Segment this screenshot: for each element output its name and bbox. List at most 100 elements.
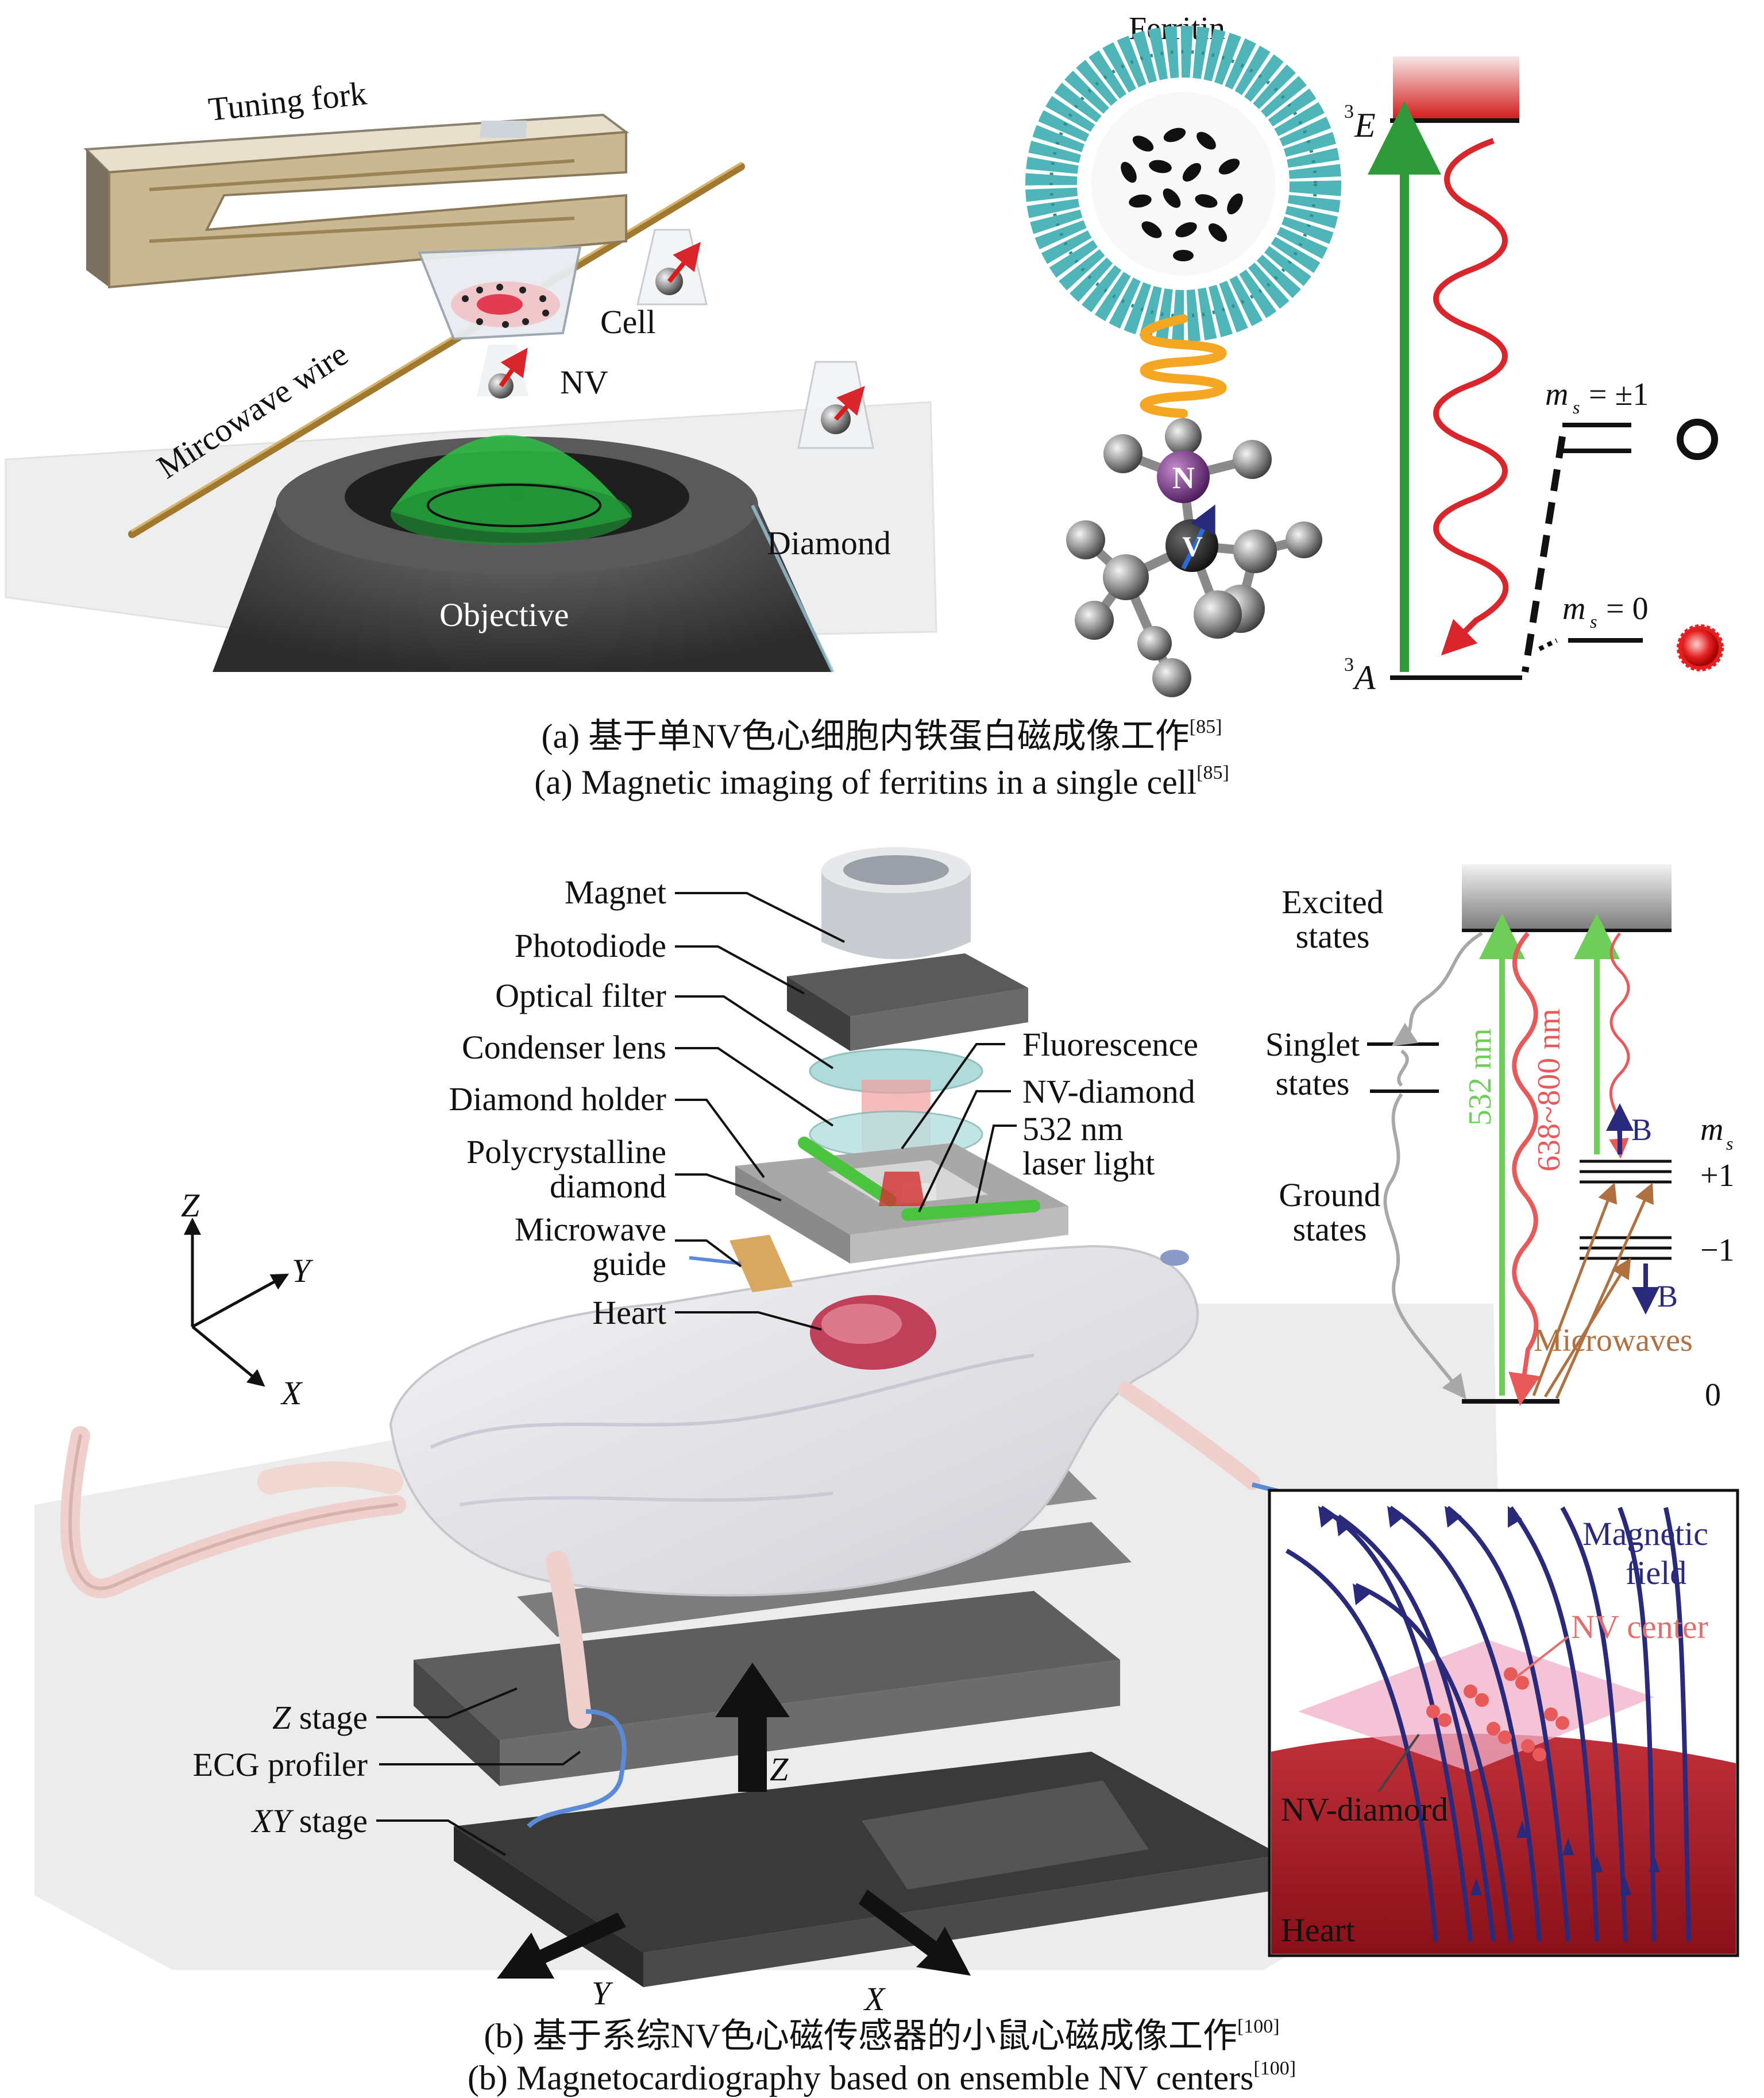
label-ms-0-m: m (1562, 591, 1585, 627)
microwave-wire (128, 163, 745, 538)
energy-diagram-a: 3 E 3 A m s = ±1 m s = 0 (1344, 56, 1724, 697)
label-microwave-guide-1: Microwave (515, 1211, 666, 1248)
label-singlet-2: states (1276, 1065, 1350, 1102)
label-excited-1: Excited (1281, 883, 1383, 921)
bright-state-dot (1677, 624, 1724, 671)
label-laser-1: 532 nm (1022, 1110, 1124, 1147)
label-ms-pm1-m: m (1545, 377, 1568, 412)
red-fluorescence-beam (879, 1172, 925, 1206)
label-polycrystalline-1: Polycrystalline (466, 1133, 666, 1170)
label-optical-filter: Optical filter (495, 977, 666, 1014)
label-638-800nm-vertical: 638~800 nm (1531, 1009, 1567, 1172)
label-minus1: −1 (1700, 1232, 1735, 1268)
gray-decay-to-singlet (1391, 932, 1483, 1046)
red-emission-wave-1 (1508, 932, 1541, 1406)
panel-a: Tuning fork Mircowave wire Cell NV Diamo… (5, 11, 1724, 801)
label-ms-0-val: = 0 (1606, 591, 1649, 627)
nv-lattice: N V (1066, 418, 1322, 697)
field-lines (1286, 1505, 1691, 1942)
ecg-wire (527, 1709, 627, 1828)
sensor-head (689, 847, 1068, 1292)
arrow-x-black (859, 1890, 971, 1976)
coordinate-axes (184, 1218, 290, 1387)
label-z-stage: Z stage (272, 1699, 368, 1736)
inset-nv-diamond-plate (1298, 1640, 1654, 1772)
mouse (60, 1245, 1287, 1828)
label-ground-1: Ground (1279, 1176, 1380, 1214)
label-nv-n: N (1172, 461, 1195, 495)
label-zero: 0 (1705, 1377, 1721, 1413)
microwave-arrows (1532, 1182, 1654, 1400)
label-532nm-vertical: 532 nm (1462, 1028, 1498, 1126)
label-nv-v: V (1182, 530, 1203, 562)
label-ms-0-sub: s (1590, 611, 1597, 632)
axis-label-y: Y (292, 1252, 314, 1289)
caption-a-en: (a) Magnetic imaging of ferritins in a s… (534, 762, 1229, 801)
label-diamond-holder: Diamond holder (449, 1080, 666, 1118)
magnet-part (821, 847, 971, 959)
microwave-guide-part (729, 1235, 793, 1292)
label-tuning-fork: Tuning fork (207, 74, 369, 128)
nv-spin-main (477, 345, 528, 399)
ferritin-shell (1025, 26, 1341, 342)
excited-state-bar-a (1393, 56, 1519, 121)
caption-a-cn: (a) 基于单NV色心细胞内铁蛋白磁成像工作[85] (542, 716, 1222, 755)
label-cell: Cell (600, 303, 656, 341)
label-fluorescence: Fluorescence (1022, 1026, 1198, 1063)
label-3e-sup: 3 (1344, 101, 1354, 122)
label-ground-2: states (1293, 1211, 1367, 1248)
arrow-label-z: Z (770, 1751, 789, 1788)
arrow-label-x: X (863, 1980, 886, 2018)
dark-state-circle (1677, 419, 1718, 460)
label-b-down: B (1657, 1279, 1678, 1313)
red-emission-wave-2 (1609, 932, 1630, 1159)
stage-arrows (497, 1663, 971, 1979)
label-diamond: Diamond (767, 524, 891, 562)
label-photodiode: Photodiode (515, 927, 666, 964)
caption-b-en: (b) Magnetocardiography based on ensembl… (468, 2058, 1296, 2097)
label-laser-2: laser light (1022, 1145, 1155, 1182)
label-objective: Objective (439, 596, 569, 633)
panel-b: Magnet Photodiode Optical filter Condens… (34, 847, 1739, 2097)
tuning-fork (83, 113, 630, 289)
inset-label-nv-diamord: NV-diamord (1281, 1791, 1448, 1828)
nv-spin-floating-1 (636, 229, 708, 306)
caption-b-cn: (b) 基于系综NV色心磁传感器的小鼠心磁成像工作[100] (484, 2016, 1279, 2055)
axis-label-z: Z (181, 1187, 200, 1224)
ferritin-spring (1140, 314, 1227, 418)
photodiode-part (787, 953, 1028, 1051)
green-laser-beam-left (798, 1137, 897, 1207)
label-nv-diamond: NV-diamond (1022, 1073, 1195, 1110)
gray-decay-to-ground (1383, 1093, 1466, 1400)
axis-label-x: X (280, 1374, 303, 1412)
label-heart: Heart (592, 1294, 666, 1331)
label-condenser-lens: Condenser lens (462, 1029, 666, 1066)
inset-label-nv-center: NV center (1571, 1608, 1708, 1645)
arrow-y-black (497, 1912, 626, 1979)
label-magnet: Magnet (565, 874, 666, 911)
mouse-front-paw (1118, 1382, 1260, 1490)
nv-center-dots (1426, 1667, 1569, 1761)
label-xy-stage: XY stage (251, 1802, 368, 1840)
inset-magnetic-field: Magnetic field NV center NV-diamord Hear… (1268, 1489, 1739, 1957)
label-b-up: B (1631, 1112, 1652, 1147)
arrow-z-black (715, 1663, 790, 1792)
label-ms-b-sub: s (1726, 1133, 1733, 1154)
label-ms-b-m: m (1700, 1112, 1723, 1147)
label-plus1: +1 (1700, 1158, 1735, 1193)
label-excited-2: states (1296, 918, 1370, 955)
label-polycrystalline-2: diamond (550, 1168, 666, 1205)
label-nv: NV (560, 364, 608, 401)
mouse-hind-paw (257, 1461, 403, 1494)
label-3a: A (1352, 659, 1376, 697)
label-microwave-guide-2: guide (592, 1245, 666, 1282)
energy-diagram-b: Excited states Singlet states Ground sta… (1265, 864, 1735, 1413)
arrow-label-y: Y (592, 1975, 613, 2012)
inset-label-heart: Heart (1281, 1911, 1355, 1949)
plus1-levels (1580, 1160, 1672, 1184)
excited-state-bar-b (1462, 864, 1672, 930)
green-laser-beam-right (901, 1200, 1040, 1221)
label-singlet-1: Singlet (1265, 1026, 1360, 1063)
